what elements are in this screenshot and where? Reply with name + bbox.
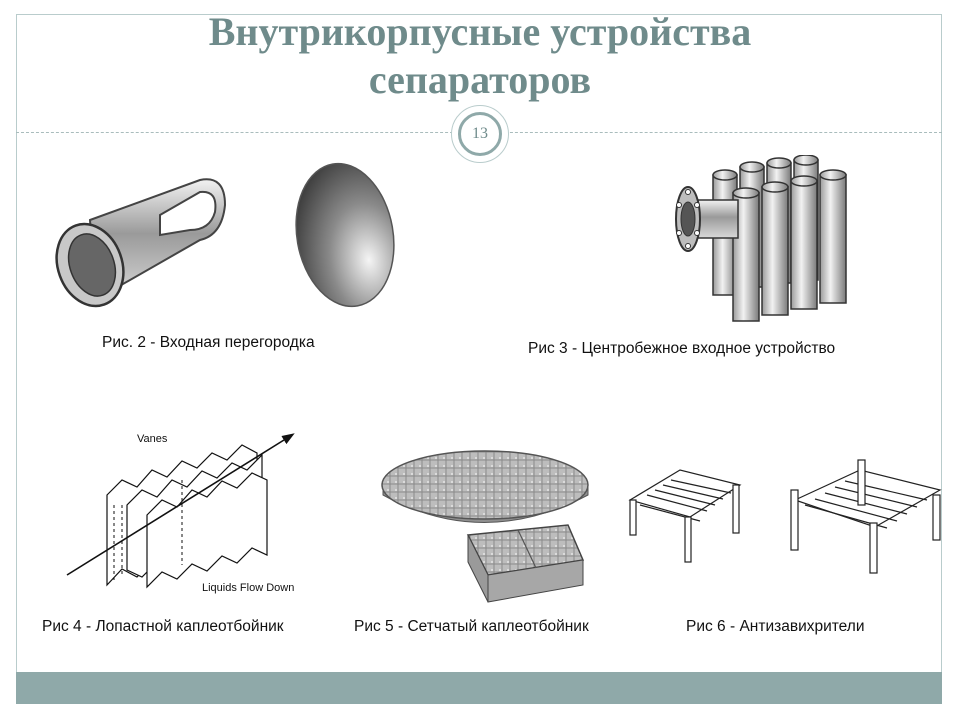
title-line-2: сепараторов (368, 57, 592, 102)
figure-2-caption: Рис. 2 - Входная перегородка (102, 334, 315, 351)
footer-bar (16, 672, 942, 704)
figure-6-caption: Рис 6 - Антизавихрители (686, 618, 865, 635)
inlet-baffle-illustration (55, 162, 395, 308)
slide-title: Внутрикорпусные устройства сепараторов (0, 8, 960, 104)
vane-eliminator-illustration: Vanes Liquids Flow Down (66, 433, 295, 594)
liquids-flow-label: Liquids Flow Down (202, 582, 294, 594)
centrifugal-inlet-illustration (675, 155, 847, 322)
figure-3-caption: Рис 3 - Центробежное входное устройство (528, 340, 836, 357)
page-number: 13 (458, 112, 502, 156)
mesh-pad-illustration (381, 450, 589, 603)
figure-4-caption: Рис 4 - Лопастной каплеотбойник (42, 618, 284, 635)
page-number-badge: 13 (451, 105, 509, 163)
figure-5-caption: Рис 5 - Сетчатый каплеотбойник (354, 618, 589, 635)
vortex-breakers-illustration (628, 459, 942, 574)
vanes-label: Vanes (137, 433, 168, 445)
title-line-1: Внутрикорпусные устройства (208, 9, 752, 54)
